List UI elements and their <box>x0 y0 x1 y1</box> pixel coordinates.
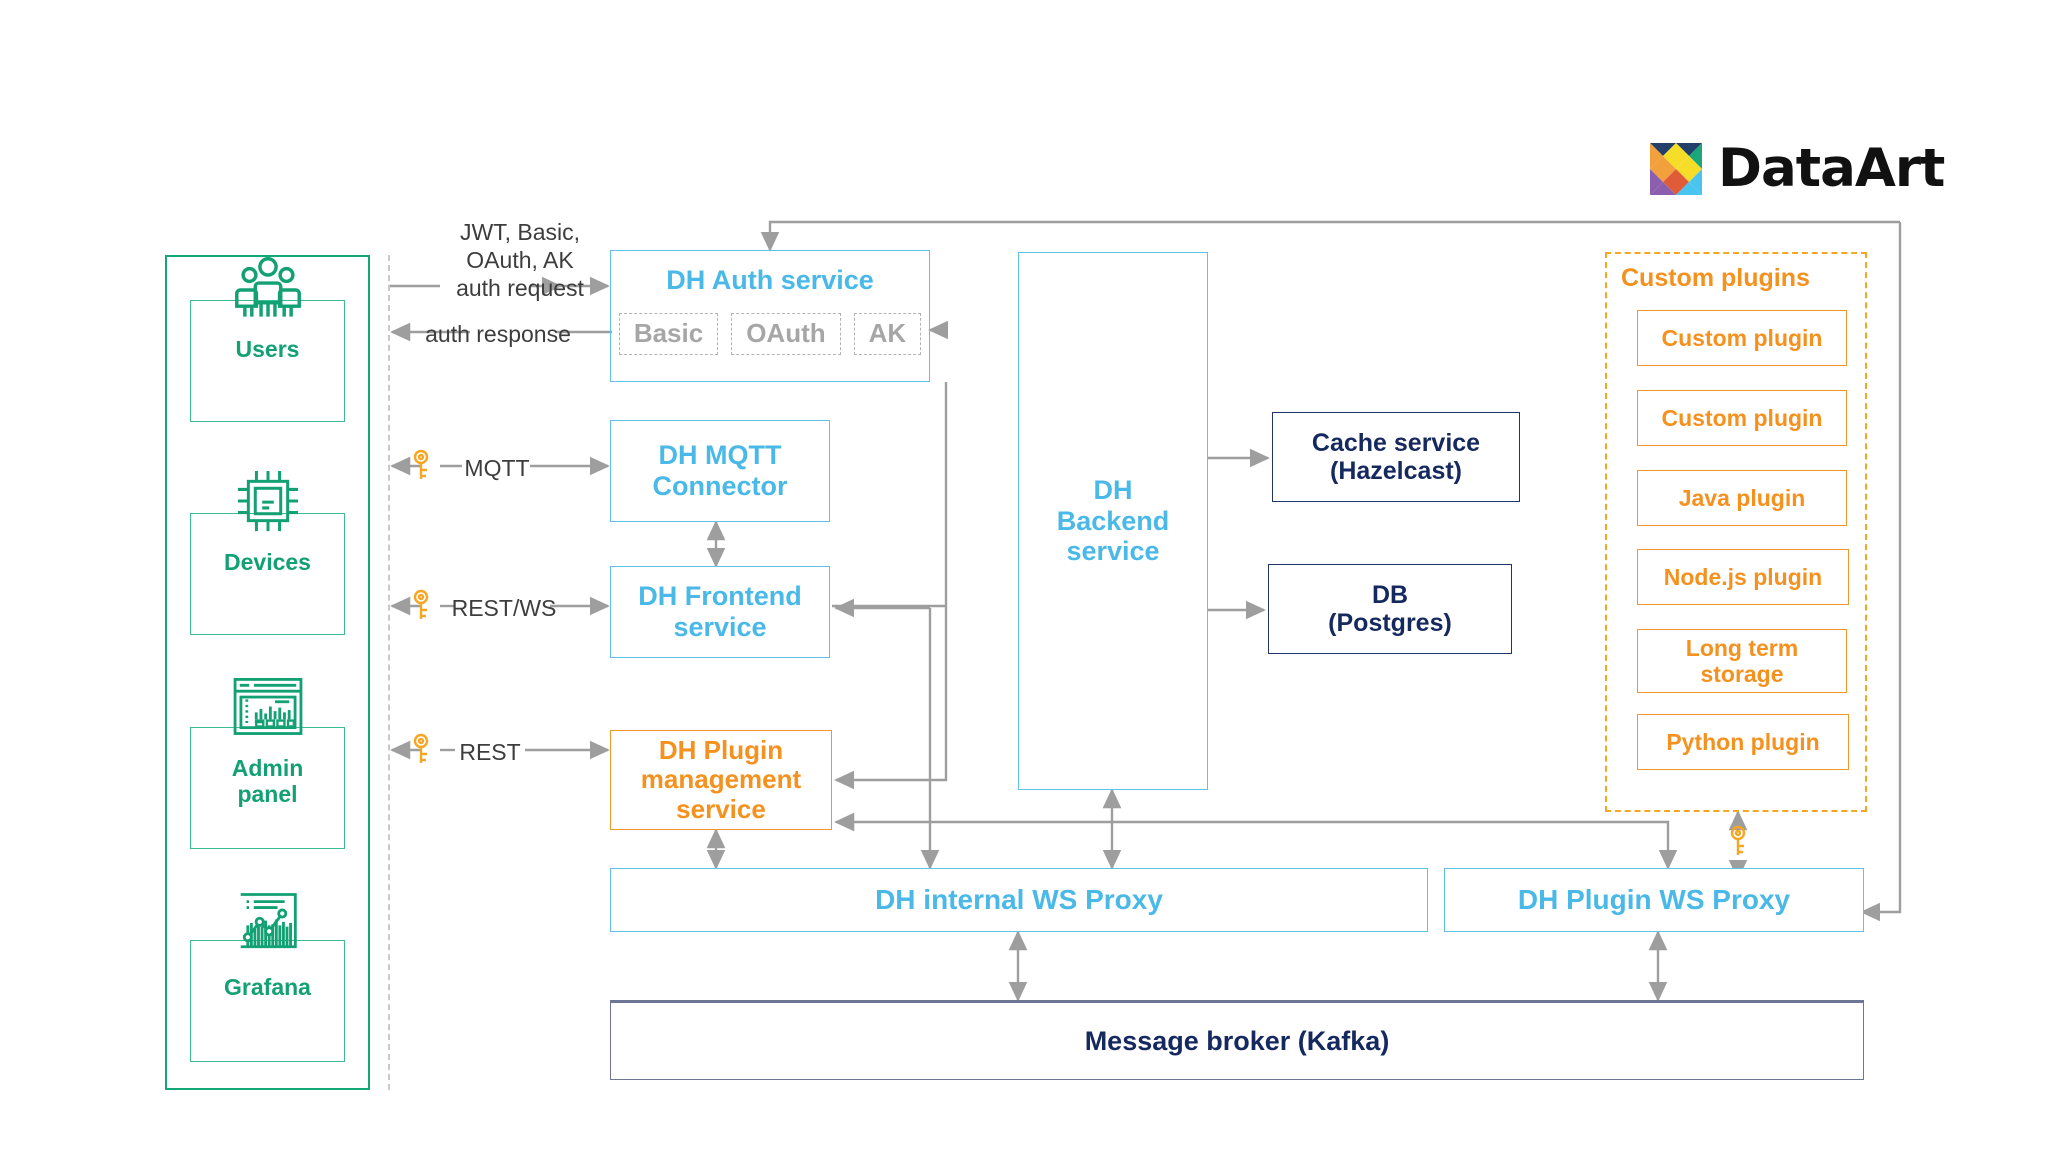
plugin-label-line1: Long term <box>1685 634 1799 661</box>
brand-name: DataArt <box>1718 138 1945 199</box>
backend-line3: service <box>1066 536 1160 567</box>
users-group-icon <box>234 257 301 317</box>
client-label-admin-line2: panel <box>237 780 298 807</box>
cache-line2: (Hazelcast) <box>1330 457 1462 485</box>
cache-line1: Cache service <box>1311 428 1481 457</box>
client-card-admin-panel[interactable]: Admin panel <box>190 678 345 849</box>
mqtt-connector-line1: DH MQTT <box>658 440 782 471</box>
key-icon <box>1730 825 1746 855</box>
client-label-users: Users <box>235 336 300 362</box>
node-dh-mqtt-connector[interactable]: DH MQTT Connector <box>610 420 830 522</box>
plugin-box-java-plugin[interactable]: Java plugin <box>1637 470 1847 526</box>
db-line1: DB <box>1371 580 1409 609</box>
plugin-label: Java plugin <box>1678 484 1806 511</box>
client-boundary-divider <box>388 255 390 1090</box>
plugin-label: Python plugin <box>1666 728 1820 755</box>
client-label-devices: Devices <box>224 549 311 575</box>
cache-service-label: Cache service (Hazelcast) <box>1312 429 1480 486</box>
brand-logo: DataArt <box>1650 138 1945 199</box>
dh-mqtt-connector-label: DH MQTT Connector <box>653 440 788 502</box>
edge-label-rest: REST <box>459 739 521 765</box>
auth-request-line2: OAuth, AK <box>466 247 574 274</box>
node-dh-plugin-ws-proxy[interactable]: DH Plugin WS Proxy <box>1444 868 1864 932</box>
client-label-admin-panel: Admin panel <box>191 755 344 808</box>
client-card-grafana[interactable]: Grafana <box>190 893 345 1062</box>
plugin-mgmt-line3: service <box>676 793 766 824</box>
dashboard-window-icon <box>233 678 302 735</box>
node-message-broker[interactable]: Message broker (Kafka) <box>610 1000 1864 1080</box>
dh-auth-service-title: DH Auth service <box>666 265 874 295</box>
message-broker-label: Message broker (Kafka) <box>1084 1025 1390 1056</box>
edge-label-rest-ws: REST/WS <box>451 595 557 621</box>
auth-request-line3: auth request <box>456 275 584 302</box>
node-database[interactable]: DB (Postgres) <box>1268 564 1512 654</box>
client-card-devices[interactable]: Devices <box>190 470 345 635</box>
node-dh-backend-service[interactable]: DH Backend service <box>1018 252 1208 790</box>
edge-label-auth-response: auth response <box>425 321 571 347</box>
db-line2: (Postgres) <box>1328 609 1452 637</box>
plugin-label: Long term storage <box>1686 635 1798 688</box>
plugin-label: Node.js plugin <box>1663 563 1823 590</box>
frontend-line2: service <box>673 612 767 642</box>
node-dh-auth-service[interactable]: DH Auth service Basic OAuth AK <box>610 250 930 382</box>
node-dh-plugin-management-service[interactable]: DH Plugin management service <box>610 730 832 830</box>
dh-plugin-management-label: DH Plugin management service <box>640 734 802 825</box>
plugin-mgmt-line1: DH Plugin <box>658 734 784 765</box>
dataart-logo-icon <box>1650 142 1702 195</box>
key-icon <box>413 589 429 619</box>
microchip-icon <box>237 470 298 532</box>
plugin-box-python-plugin[interactable]: Python plugin <box>1637 714 1849 770</box>
key-icon <box>413 733 429 763</box>
auth-badge-oauth[interactable]: OAuth <box>731 313 841 355</box>
plugin-label: Custom plugin <box>1661 324 1823 351</box>
database-label: DB (Postgres) <box>1328 581 1452 638</box>
backend-line1: DH <box>1093 474 1133 505</box>
plugin-box-custom-plugin-1[interactable]: Custom plugin <box>1637 310 1847 366</box>
internal-ws-proxy-label: DH internal WS Proxy <box>875 884 1163 916</box>
frontend-line1: DH Frontend <box>638 581 802 612</box>
chart-analytics-icon <box>240 893 297 949</box>
key-icon <box>413 449 429 479</box>
plugin-ws-proxy-label: DH Plugin WS Proxy <box>1517 884 1791 916</box>
plugin-label: Custom plugin <box>1661 404 1823 431</box>
plugin-box-custom-plugin-2[interactable]: Custom plugin <box>1637 390 1847 446</box>
edge-label-auth-request: JWT, Basic, OAuth, AK auth request <box>420 218 620 302</box>
dh-frontend-service-label: DH Frontend service <box>638 581 801 643</box>
plugin-mgmt-line2: management <box>640 764 802 795</box>
mqtt-connector-line2: Connector <box>652 471 788 501</box>
auth-request-line1: JWT, Basic, <box>459 219 581 245</box>
node-dh-frontend-service[interactable]: DH Frontend service <box>610 566 830 658</box>
plugin-box-long-term-storage[interactable]: Long term storage <box>1637 629 1847 693</box>
node-dh-internal-ws-proxy[interactable]: DH internal WS Proxy <box>610 868 1428 932</box>
client-label-grafana: Grafana <box>224 974 311 1000</box>
plugin-box-nodejs-plugin[interactable]: Node.js plugin <box>1637 549 1849 605</box>
plugin-label-line2: storage <box>1700 661 1784 687</box>
node-cache-service[interactable]: Cache service (Hazelcast) <box>1272 412 1520 502</box>
dh-backend-service-label: DH Backend service <box>1057 475 1170 567</box>
backend-line2: Backend <box>1056 505 1170 536</box>
custom-plugins-title: Custom plugins <box>1621 264 1810 292</box>
auth-badge-basic[interactable]: Basic <box>618 313 719 355</box>
client-card-users[interactable]: Users <box>190 257 345 422</box>
edge-label-mqtt: MQTT <box>464 455 530 481</box>
auth-method-badges: Basic OAuth AK <box>611 313 929 355</box>
auth-badge-ak[interactable]: AK <box>853 313 922 355</box>
client-label-admin-line1: Admin <box>231 755 304 781</box>
